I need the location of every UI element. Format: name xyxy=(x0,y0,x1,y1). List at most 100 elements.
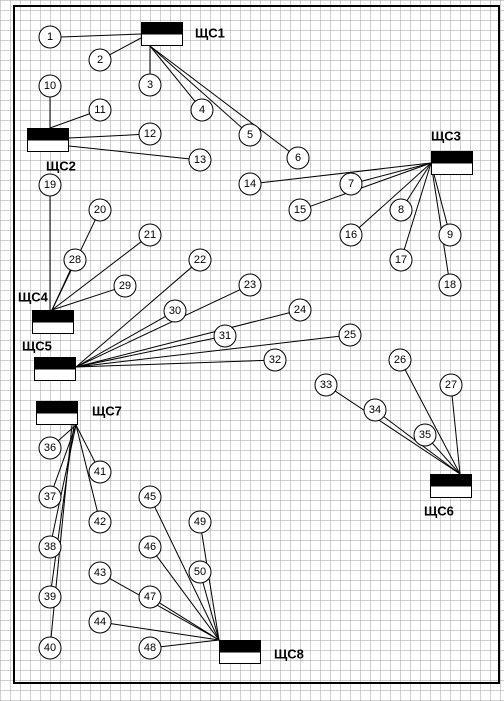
circuit-node-25: 25 xyxy=(338,323,362,347)
node-label: 31 xyxy=(219,330,231,342)
node-label: 32 xyxy=(269,354,281,366)
node-circle xyxy=(238,172,262,196)
node-circle xyxy=(138,485,162,509)
circuit-node-34: 34 xyxy=(363,398,387,422)
node-circle xyxy=(389,198,413,222)
circuit-node-32: 32 xyxy=(263,348,287,372)
node-label: 25 xyxy=(344,329,356,341)
wire-p7-42 xyxy=(75,424,98,512)
node-circle xyxy=(439,373,463,397)
wire-p1-2 xyxy=(109,37,142,56)
node-circle xyxy=(38,173,62,197)
wire-p3-17 xyxy=(403,162,432,250)
circuit-node-37: 37 xyxy=(38,485,62,509)
node-label: 29 xyxy=(119,280,131,292)
node-label: 16 xyxy=(345,229,357,241)
panel-top-bar xyxy=(431,151,473,163)
circuit-node-16: 16 xyxy=(339,223,363,247)
panel-bottom-box xyxy=(430,485,472,498)
node-label: 7 xyxy=(348,178,354,190)
circuit-node-12: 12 xyxy=(138,122,162,146)
wires-layer xyxy=(49,33,461,648)
circuit-node-46: 46 xyxy=(138,535,162,559)
node-label: 20 xyxy=(94,204,106,216)
wire-p5-31 xyxy=(75,337,215,368)
panel-top-bar xyxy=(32,310,74,322)
node-label: 11 xyxy=(94,104,105,116)
node-label: 14 xyxy=(244,178,256,190)
node-circle xyxy=(188,510,212,534)
circuit-node-44: 44 xyxy=(88,610,112,634)
wire-p8-50 xyxy=(202,582,220,641)
node-label: 24 xyxy=(294,304,306,316)
node-label: 50 xyxy=(194,566,206,578)
wire-p3-18 xyxy=(430,162,449,275)
panel-ЩС5: ЩС5 xyxy=(22,339,76,381)
node-circle xyxy=(88,460,112,484)
wire-p1-4 xyxy=(149,45,196,102)
circuit-node-13: 13 xyxy=(188,148,212,172)
node-label: 1 xyxy=(47,31,53,43)
node-circle xyxy=(413,423,437,447)
circuit-node-6: 6 xyxy=(286,146,310,170)
wire-p2-12 xyxy=(68,134,140,139)
circuit-node-7: 7 xyxy=(339,172,363,196)
circuit-node-9: 9 xyxy=(438,223,462,247)
panel-ЩС4: ЩС4 xyxy=(18,290,74,334)
circuit-node-49: 49 xyxy=(188,510,212,534)
circuit-node-19: 19 xyxy=(38,173,62,197)
circuit-node-17: 17 xyxy=(389,248,413,272)
panel-label: ЩС3 xyxy=(431,129,461,144)
circuit-node-35: 35 xyxy=(413,423,437,447)
wire-p6-35 xyxy=(431,442,461,475)
wire-p3-7 xyxy=(361,162,432,182)
node-label: 46 xyxy=(144,541,156,553)
node-label: 42 xyxy=(94,516,106,528)
circuit-node-10: 10 xyxy=(38,74,62,98)
node-label: 22 xyxy=(194,254,206,266)
node-circle xyxy=(288,198,312,222)
panel-ЩС8: ЩС8 xyxy=(219,640,304,664)
wire-p1-6 xyxy=(149,45,290,152)
node-label: 10 xyxy=(44,80,56,92)
node-label: 3 xyxy=(147,79,153,91)
wire-p4-21 xyxy=(51,241,142,311)
wire-p5-32 xyxy=(75,359,265,368)
node-circle xyxy=(38,636,62,660)
node-circle xyxy=(238,273,262,297)
wire-p8-48 xyxy=(160,639,220,648)
node-circle xyxy=(339,172,363,196)
circuit-node-8: 8 xyxy=(389,198,413,222)
node-label: 43 xyxy=(94,567,106,579)
wire-p2-11 xyxy=(49,113,90,129)
circuit-node-50: 50 xyxy=(188,560,212,584)
panel-top-bar xyxy=(430,474,472,486)
panel-top-bar xyxy=(27,128,69,140)
panel-bottom-box xyxy=(141,33,183,46)
node-circle xyxy=(138,636,162,660)
circuit-node-40: 40 xyxy=(38,636,62,660)
node-circle xyxy=(38,436,62,460)
circuit-node-2: 2 xyxy=(88,48,112,72)
wire-p8-44 xyxy=(110,623,220,641)
node-circle xyxy=(138,535,162,559)
node-circle xyxy=(190,98,214,122)
panel-label: ЩС7 xyxy=(92,404,122,419)
panel-ЩС2: ЩС2 xyxy=(27,128,76,174)
circuit-node-15: 15 xyxy=(288,198,312,222)
circuit-node-4: 4 xyxy=(190,98,214,122)
panel-top-bar xyxy=(36,401,78,413)
node-label: 21 xyxy=(144,229,156,241)
circuit-node-43: 43 xyxy=(88,561,112,585)
node-circle xyxy=(88,610,112,634)
node-circle xyxy=(438,273,462,297)
circuit-node-31: 31 xyxy=(213,324,237,348)
panel-top-bar xyxy=(34,357,76,369)
circuit-node-3: 3 xyxy=(138,73,162,97)
wire-p1-5 xyxy=(149,45,243,129)
wire-p7-39 xyxy=(51,424,75,587)
wire-p5-23 xyxy=(75,289,241,368)
node-label: 39 xyxy=(44,591,56,603)
